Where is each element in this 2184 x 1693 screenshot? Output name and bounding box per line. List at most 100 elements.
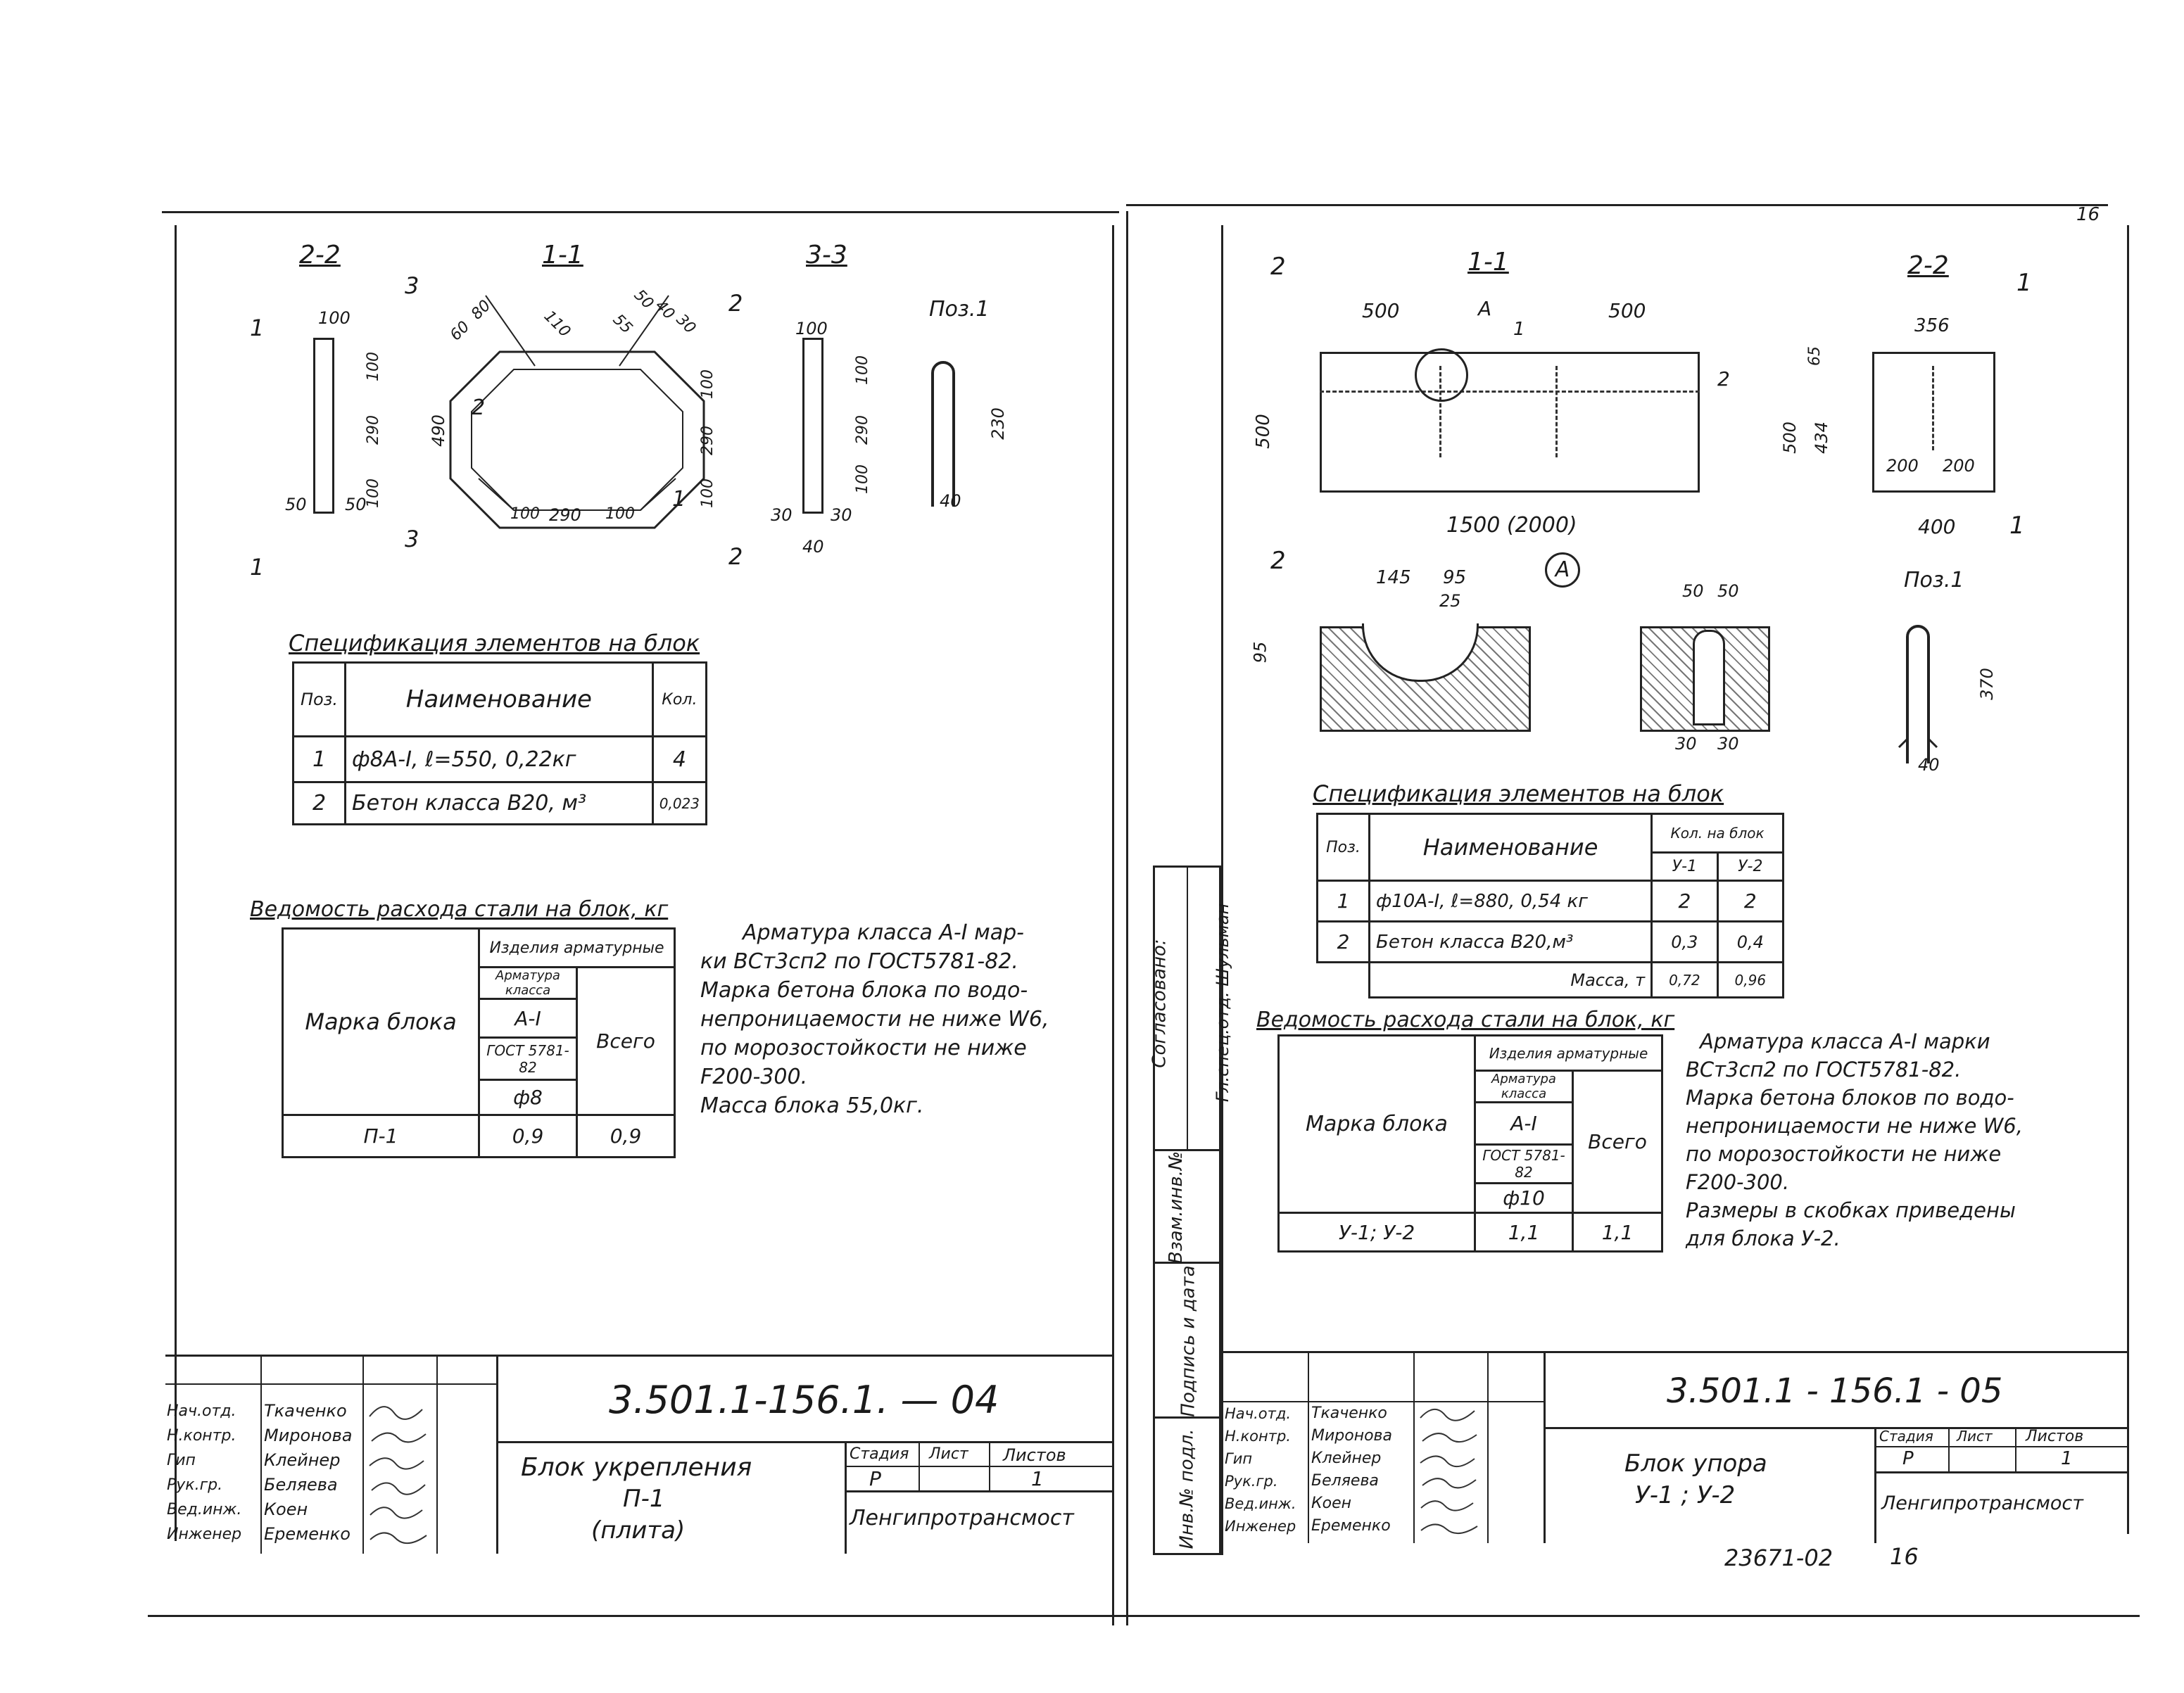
top-border-left [162,211,1119,213]
left-steel-h-gost: ГОСТ 5781-82 [478,1036,578,1081]
right-label-1: 1 [1513,319,1525,340]
right-stamp-sheet-h: Лист [1957,1428,1993,1445]
right-spec-h-u1: У-1 [1650,851,1719,882]
right-stamp: 3.501.1 - 156.1 - 05 Нач.отд. Н.контр. Г… [1223,1351,2128,1543]
right-dim-detail-7: 30 [1717,734,1739,754]
right-cut-mark-2-bottom: 2 [1270,547,1286,575]
right-steel-h-dia: ф10 [1474,1182,1574,1214]
left-steel-row-value: 0,9 [478,1114,578,1158]
right-dim-22-3: 500 [1779,421,1800,454]
strip-signature-date: Подпись и дата [1178,1265,1199,1417]
left-steel-h-class: Арматура класса [478,966,578,1000]
left-dim-22-1: 100 [365,352,382,381]
right-dim-detail-4: 50 [1682,581,1704,601]
left-dim-11-8: 290 [699,426,717,455]
right-detail-circle [1415,348,1468,402]
left-dim-11-7: 100 [699,369,717,399]
right-steel-title: Ведомость расхода стали на блок, кг [1256,1008,1675,1032]
left-signatures [369,1406,427,1544]
right-stamp-roles: Нач.отд. Н.контр. Гип Рук.гр. Вед.инж. И… [1225,1405,1296,1535]
left-cut-mark-2-bottom: 2 [728,543,743,570]
left-dim-22-0: 100 [318,308,351,328]
right-note-line: ВСт3сп2 по ГОСТ5781-82. [1686,1058,1962,1082]
page-corner-number: 16 [2076,204,2100,225]
left-dim-33-4: 30 [771,505,793,525]
right-spec-h-qty: Кол. на блок [1650,813,1784,854]
left-steel-row-mark: П-1 [282,1114,480,1158]
right-section-11-block [1320,352,1700,493]
right-stamp-stage: Р [1902,1448,1914,1469]
right-dim-11-2: 500 [1252,414,1274,449]
left-cut-mark-1-top: 1 [250,315,265,341]
right-label-A: А [1478,297,1492,320]
right-stamp-title1: Блок упора [1624,1450,1767,1478]
left-dim-33-0: 100 [795,319,828,338]
left-dim-22-3: 100 [365,478,382,508]
right-steel-h-class: Арматура класса [1474,1070,1574,1103]
left-note-line: Марка бетона блока по водо- [700,978,1028,1003]
left-section-11-octagon [449,295,705,529]
right-dim-detail-0: 145 [1376,567,1411,588]
strip-replace: Взам.инв.№ [1166,1151,1187,1264]
footer-archive-number: 23671-02 [1724,1545,1833,1571]
right-detail-B-hole [1693,630,1725,725]
left-dim-33-2: 290 [854,415,871,445]
right-detail-A-marker: А [1545,552,1580,588]
left-spec-table: Поз. Наименование Кол. 1 ф8А-I, ℓ=550, 0… [292,661,708,825]
left-steel-h-group: Изделия арматурные [478,927,676,968]
right-stamp-code: 3.501.1 - 156.1 - 05 [1667,1371,2003,1411]
left-dim-pos-0: 230 [987,407,1008,440]
right-label-2: 2 [1717,367,1730,391]
right-notes: Арматура класса А-I марки ВСт3сп2 по ГОС… [1686,1027,2023,1253]
right-dim-detail-6: 30 [1675,734,1697,754]
right-dim-detail-5: 50 [1717,581,1739,601]
right-spec-r2-name: Бетон класса В20,м³ [1368,920,1653,963]
left-stamp-title3: (плита) [591,1516,686,1545]
left-stamp-sheet-h: Лист [929,1445,968,1463]
right-note-line: для блока У-2. [1686,1226,1841,1250]
left-dim-22-5: 50 [345,495,367,514]
left-spec-r1-pos: 1 [292,735,346,783]
right-stamp-sheets-h: Листов [2026,1428,2084,1445]
left-section-22-shape [313,338,334,514]
left-steel-h-total: Всего [576,966,676,1116]
right-signatures [1420,1409,1478,1534]
left-steel-h-grade: А-I [478,998,578,1039]
left-stamp-names: Ткаченко Миронова Клейнер Беляева Коен Е… [264,1401,353,1544]
right-section-22-block [1872,352,1995,493]
left-dim-pos-1: 40 [940,491,961,511]
left-cut-mark-2-top: 2 [728,290,743,317]
right-spec-r3-pos [1318,963,1370,998]
left-cut-mark-3-top: 3 [405,272,419,299]
right-frame-right-vertical [2127,225,2129,1534]
left-label-1: 1 [672,487,686,512]
left-cut-mark-3-bottom: 3 [405,526,419,552]
right-steel-row-value: 1,1 [1474,1212,1574,1253]
right-section-22-title: 2-2 [1907,251,1949,280]
right-stamp-title2: У-1 ; У-2 [1635,1481,1736,1509]
left-spec-r1-qty: 4 [651,735,708,783]
left-pos1-title: Поз.1 [929,297,990,322]
right-steel-h-group: Изделия арматурные [1474,1034,1663,1072]
right-dim-11-3: 1500 (2000) [1446,513,1577,538]
right-dim-11-0: 500 [1362,299,1400,322]
left-spec-h-qty: Кол. [651,661,708,737]
left-dim-11-13: 100 [605,505,635,523]
left-note-line: непроницаемости не ниже W6, [700,1007,1049,1032]
right-spec-title: Спецификация элементов на блок [1313,780,1724,807]
right-dim-22-6: 400 [1918,515,1956,538]
right-spec-r1-name: ф10А-I, ℓ=880, 0,54 кг [1368,880,1653,922]
left-stamp-stage: Р [869,1467,881,1490]
right-note-line: Арматура класса А-I марки [1700,1029,1990,1053]
strip-inventory: Инв.№ подл. [1176,1428,1198,1549]
right-spec-r1-u1: 2 [1650,880,1719,922]
right-spec-h-u2: У-2 [1716,851,1785,882]
right-dim-22-0: 356 [1914,315,1950,336]
right-spec-r2-pos: 2 [1316,920,1370,963]
right-steel-table: Марка блока Изделия арматурные Арматура … [1277,1034,1663,1253]
right-cut-mark-1-bottom: 1 [2009,512,2025,540]
right-stamp-sheets: 1 [2061,1448,2073,1469]
right-spec-r2-u2: 0,4 [1716,920,1785,963]
right-note-line: Марка бетона блоков по водо- [1686,1086,2014,1110]
center-divider [1126,211,1128,1625]
